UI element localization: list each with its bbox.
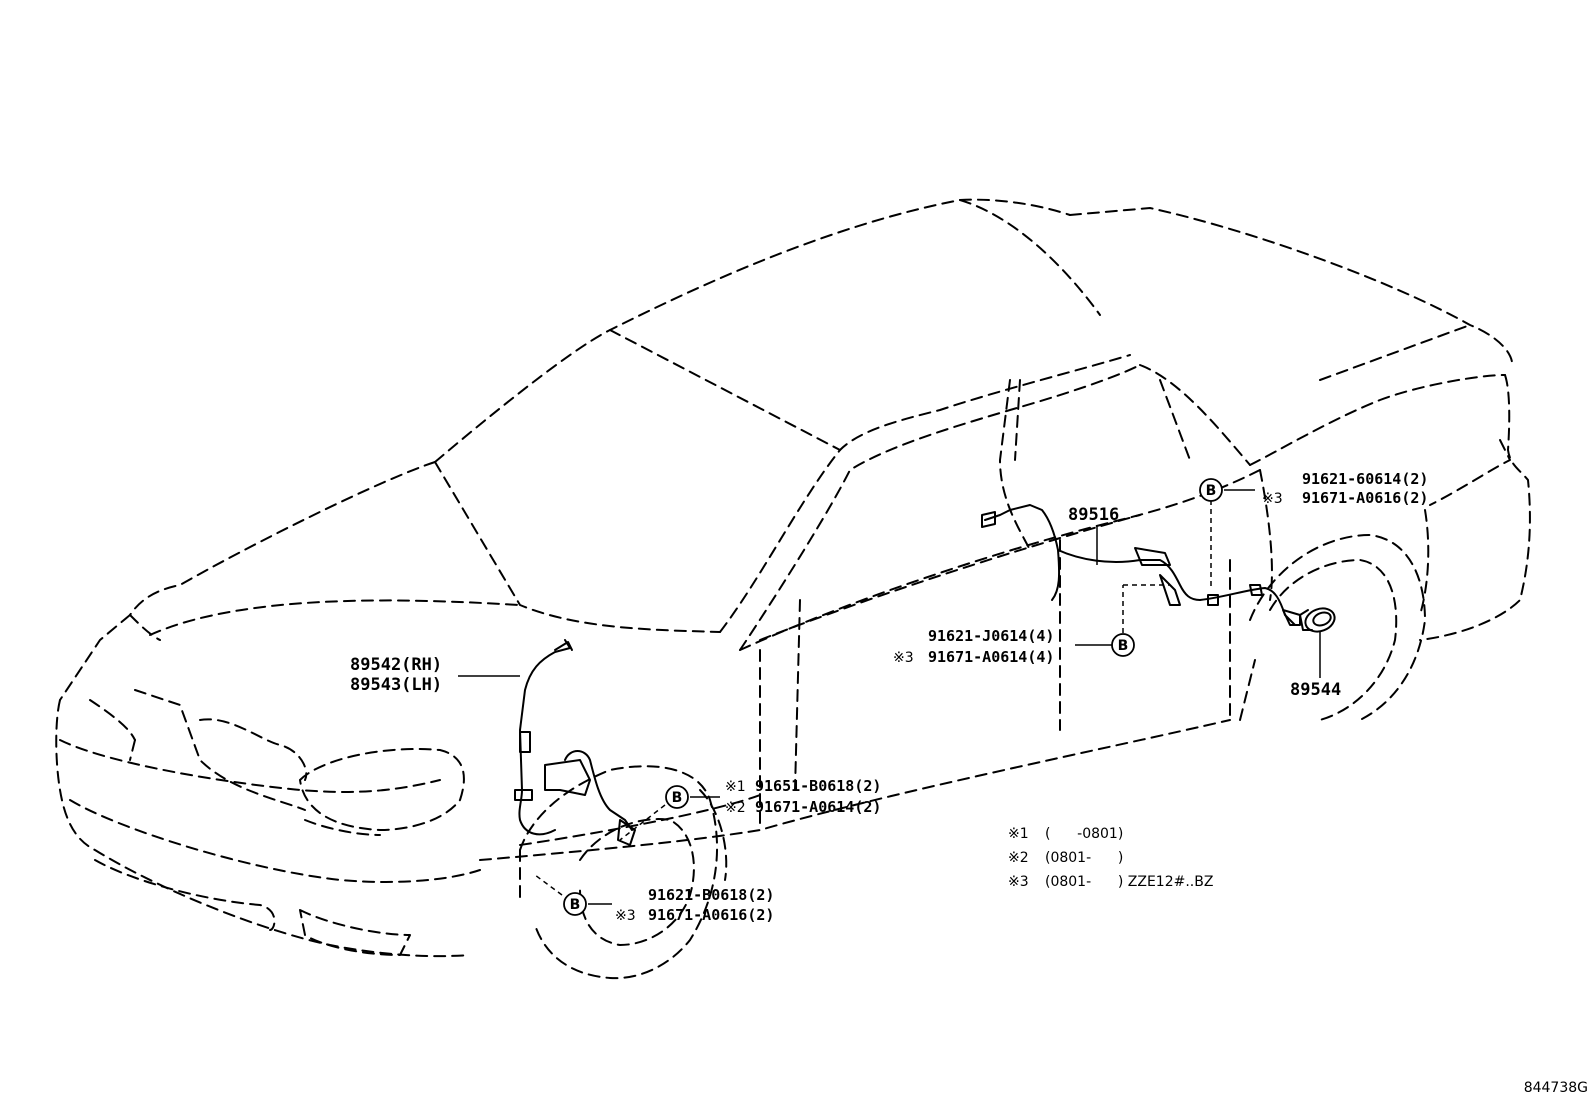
part-label-91621-j0614: 91621-J0614(4) [928,627,1054,645]
part-label-91621-b0618: 91621-B0618(2) [648,886,774,904]
front-speed-sensor [514,639,636,846]
part-label-89544: 89544 [1290,680,1341,700]
note-1-mark: ※1 [1008,826,1029,842]
note-marker: ※3 [893,650,914,666]
svg-text:B: B [1118,638,1129,654]
note-marker: ※2 [725,800,746,816]
svg-text:B: B [570,897,581,913]
bolt-symbol-icon: B [1199,478,1223,502]
car-outline [55,198,1531,980]
part-label-91671-a0616: 91671-A0616(2) [1302,489,1428,507]
svg-text:B: B [672,790,683,806]
bolt-symbol-icon: B [1111,633,1135,657]
applicability-notes: ※1 ( -0801) ※2 (0801- ) ※3 (0801- ) ZZE1… [1008,826,1213,890]
part-label-91651-b0618: 91651-B0618(2) [755,777,881,795]
note-1-text: ( -0801) [1045,826,1123,842]
note-marker: ※1 [725,779,746,795]
note-marker: ※3 [615,908,636,924]
part-label-91671-a0614-4: 91671-A0614(4) [928,648,1054,666]
bolt-symbol-icon: B [563,892,587,916]
note-2-text: (0801- ) [1045,850,1123,866]
leader-lines [458,489,1321,905]
rear-sensor-rotor [1299,607,1336,633]
part-label-89543: 89543(LH) [350,675,442,695]
figure-code: 844738G [1524,1080,1588,1096]
note-marker: ※3 [1262,491,1283,507]
bolt-symbol-icon: B [665,785,689,809]
part-label-91671-a0614-2: 91671-A0614(2) [755,798,881,816]
note-2-mark: ※2 [1008,850,1029,866]
rear-harness [981,504,1301,626]
part-label-91621-60614: 91621-60614(2) [1302,470,1428,488]
part-label-89542: 89542(RH) [350,655,442,675]
part-label-91671-a0616-2: 91671-A0616(2) [648,906,774,924]
part-label-89516: 89516 [1068,505,1119,525]
note-3-mark: ※3 [1008,874,1029,890]
svg-text:B: B [1206,483,1217,499]
note-3-text: (0801- ) ZZE12#..BZ [1045,874,1213,890]
